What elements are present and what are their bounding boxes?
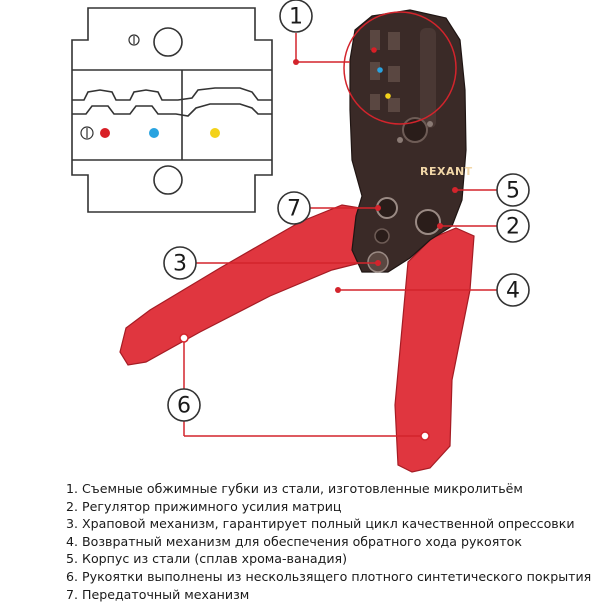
callout-1: 1: [279, 0, 313, 33]
yellow-dot: [210, 128, 220, 138]
callout-7: 7: [277, 191, 311, 225]
legend-list: 1. Съемные обжимные губки из стали, изго…: [66, 480, 592, 603]
callout-2: 2: [496, 209, 530, 243]
jaw-blue-dot: [377, 67, 383, 73]
legend-item-6: 6. Рукоятки выполнены из нескользящего п…: [66, 568, 592, 584]
svg-text:2: 2: [506, 215, 520, 240]
magnifier-circle: [343, 11, 457, 125]
die-schematic: [71, 7, 273, 213]
callout-6: 6: [167, 388, 201, 422]
leader-dots: [179, 59, 458, 441]
legend-item-3: 3. Храповой механизм, гарантирует полный…: [66, 516, 575, 532]
adjuster-wheel: [415, 209, 441, 235]
lock-symbol-lower: [80, 126, 94, 140]
right-handle: [394, 227, 475, 473]
legend-item-2: 2. Регулятор прижимного усилия матриц: [66, 498, 342, 514]
callout-3: 3: [163, 246, 197, 280]
callout-5: 5: [496, 173, 530, 207]
lock-symbol: [128, 34, 140, 46]
svg-text:1: 1: [289, 5, 303, 30]
svg-text:3: 3: [173, 252, 187, 277]
svg-text:4: 4: [506, 279, 520, 304]
legend-item-1: 1. Съемные обжимные губки из стали, изго…: [66, 481, 523, 496]
brand-label: REXANT: [420, 165, 473, 178]
jaw-teeth: [370, 28, 436, 128]
svg-text:5: 5: [506, 179, 520, 204]
legend-item-5: 5. Корпус из стали (сплав хрома-ванадия): [66, 551, 348, 567]
callout-4: 4: [496, 273, 530, 307]
leader-lines: [183, 33, 497, 437]
jaw-yellow-dot: [385, 93, 391, 99]
legend-item-4: 4. Возвратный механизм для обеспечения о…: [66, 533, 522, 549]
red-dot: [100, 128, 110, 138]
left-handle: [119, 204, 371, 366]
jaw-red-dot: [371, 47, 377, 53]
die-holes: [80, 27, 220, 195]
svg-text:7: 7: [287, 197, 301, 222]
legend-item-7: 7. Передаточный механизм: [66, 586, 250, 602]
svg-text:6: 6: [177, 394, 191, 419]
blue-dot: [149, 128, 159, 138]
